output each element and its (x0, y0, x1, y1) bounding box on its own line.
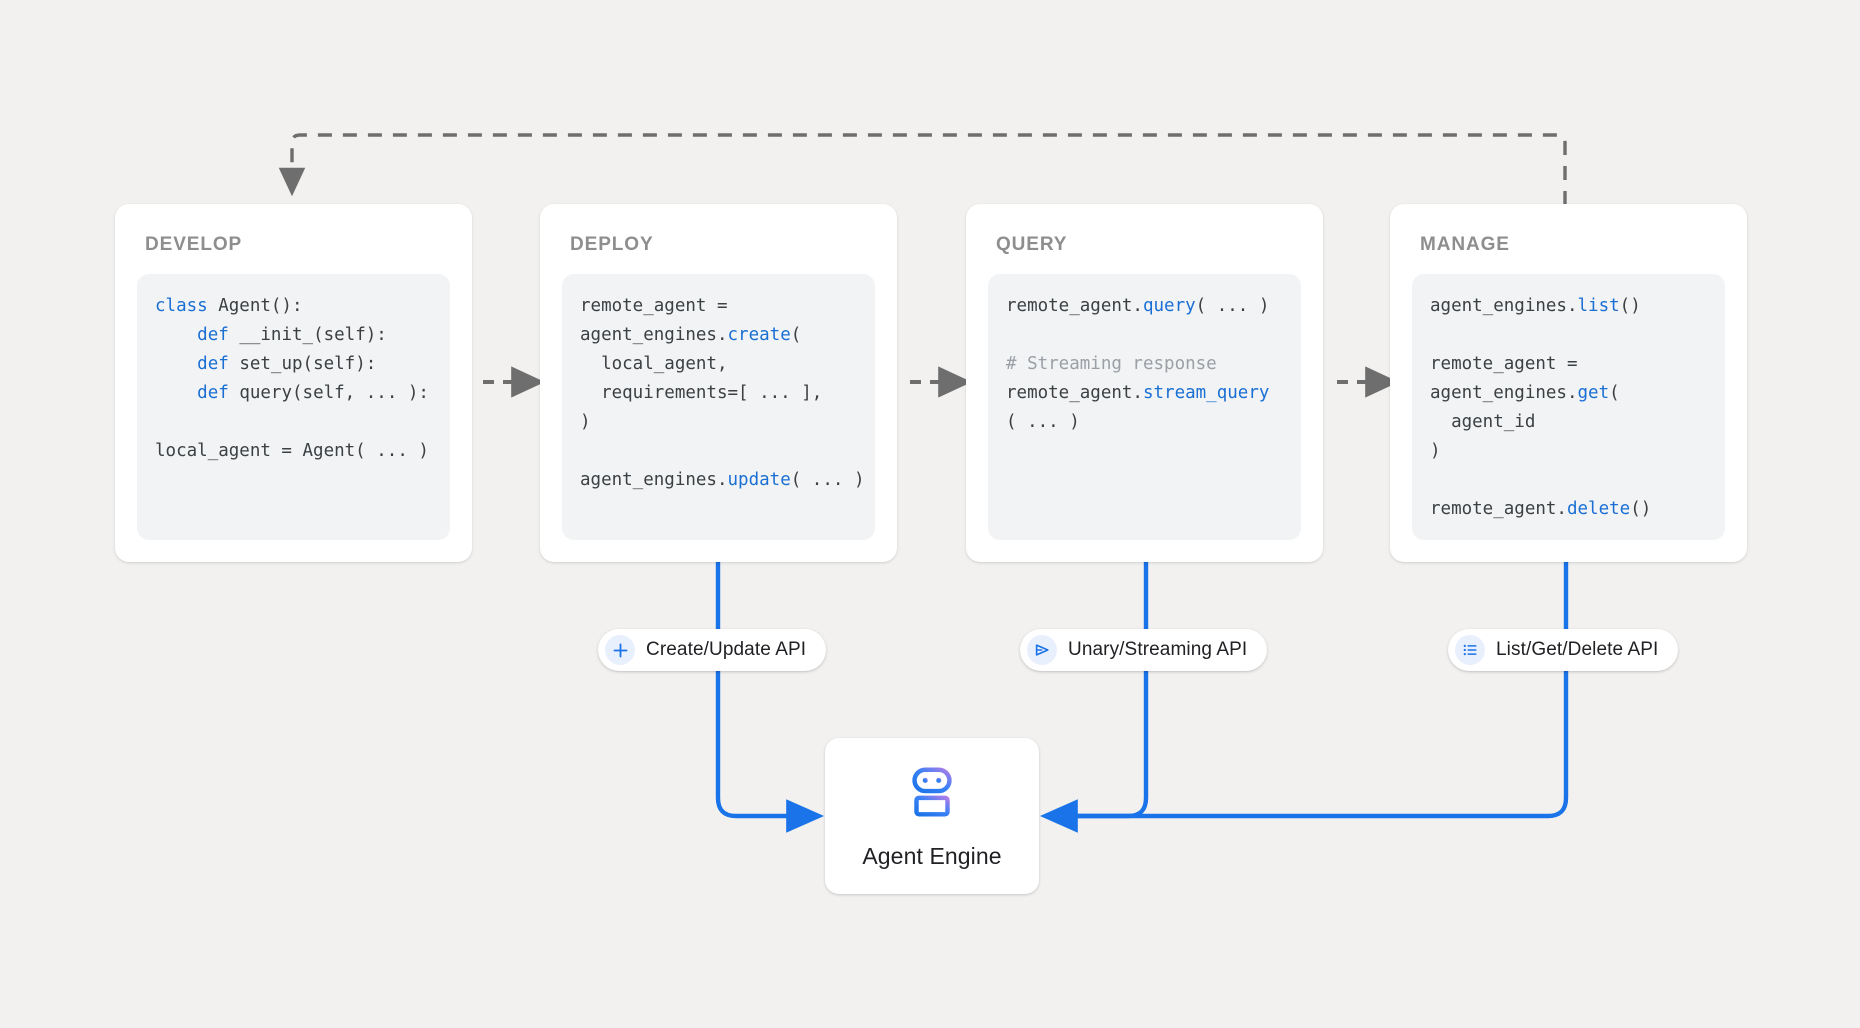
stage-title-manage: MANAGE (1420, 234, 1510, 255)
code-block-develop: class Agent(): def __init_(self): def se… (137, 274, 450, 540)
stage-card-manage[interactable]: MANAGE agent_engines.list() remote_agent… (1390, 204, 1747, 562)
stage-title-develop: DEVELOP (145, 234, 243, 255)
robot-icon (901, 762, 963, 829)
api-pill-create-update[interactable]: Create/Update API (598, 629, 827, 671)
list-icon (1455, 635, 1485, 665)
code-block-deploy: remote_agent = agent_engines.create( loc… (562, 274, 875, 540)
api-wire-create-update (715, 562, 825, 833)
plus-icon (605, 635, 635, 665)
feedback-loop-connector (278, 133, 1567, 205)
api-pill-unary-streaming[interactable]: Unary/Streaming API (1020, 629, 1268, 671)
api-pill-label: Create/Update API (646, 639, 807, 660)
code-block-query: remote_agent.query( ... ) # Streaming re… (988, 274, 1301, 540)
send-icon (1027, 635, 1057, 665)
api-pill-list-get-delete[interactable]: List/Get/Delete API (1448, 629, 1679, 671)
stage-card-query[interactable]: QUERY remote_agent.query( ... ) # Stream… (966, 204, 1323, 562)
api-wire-list-get-delete (1058, 562, 1569, 819)
api-wire-unary-streaming (1039, 562, 1149, 833)
stage-card-deploy[interactable]: DEPLOY remote_agent = agent_engines.crea… (540, 204, 897, 562)
stage-card-develop[interactable]: DEVELOP class Agent(): def __init_(self)… (115, 204, 472, 562)
code-block-manage: agent_engines.list() remote_agent = agen… (1412, 274, 1725, 540)
api-pill-label: List/Get/Delete API (1496, 639, 1659, 660)
api-pill-label: Unary/Streaming API (1068, 639, 1248, 660)
stage-title-deploy: DEPLOY (570, 234, 654, 255)
stage-title-query: QUERY (996, 234, 1068, 255)
agent-engine-label: Agent Engine (862, 843, 1002, 869)
agent-engine-node[interactable]: Agent Engine (825, 738, 1039, 894)
